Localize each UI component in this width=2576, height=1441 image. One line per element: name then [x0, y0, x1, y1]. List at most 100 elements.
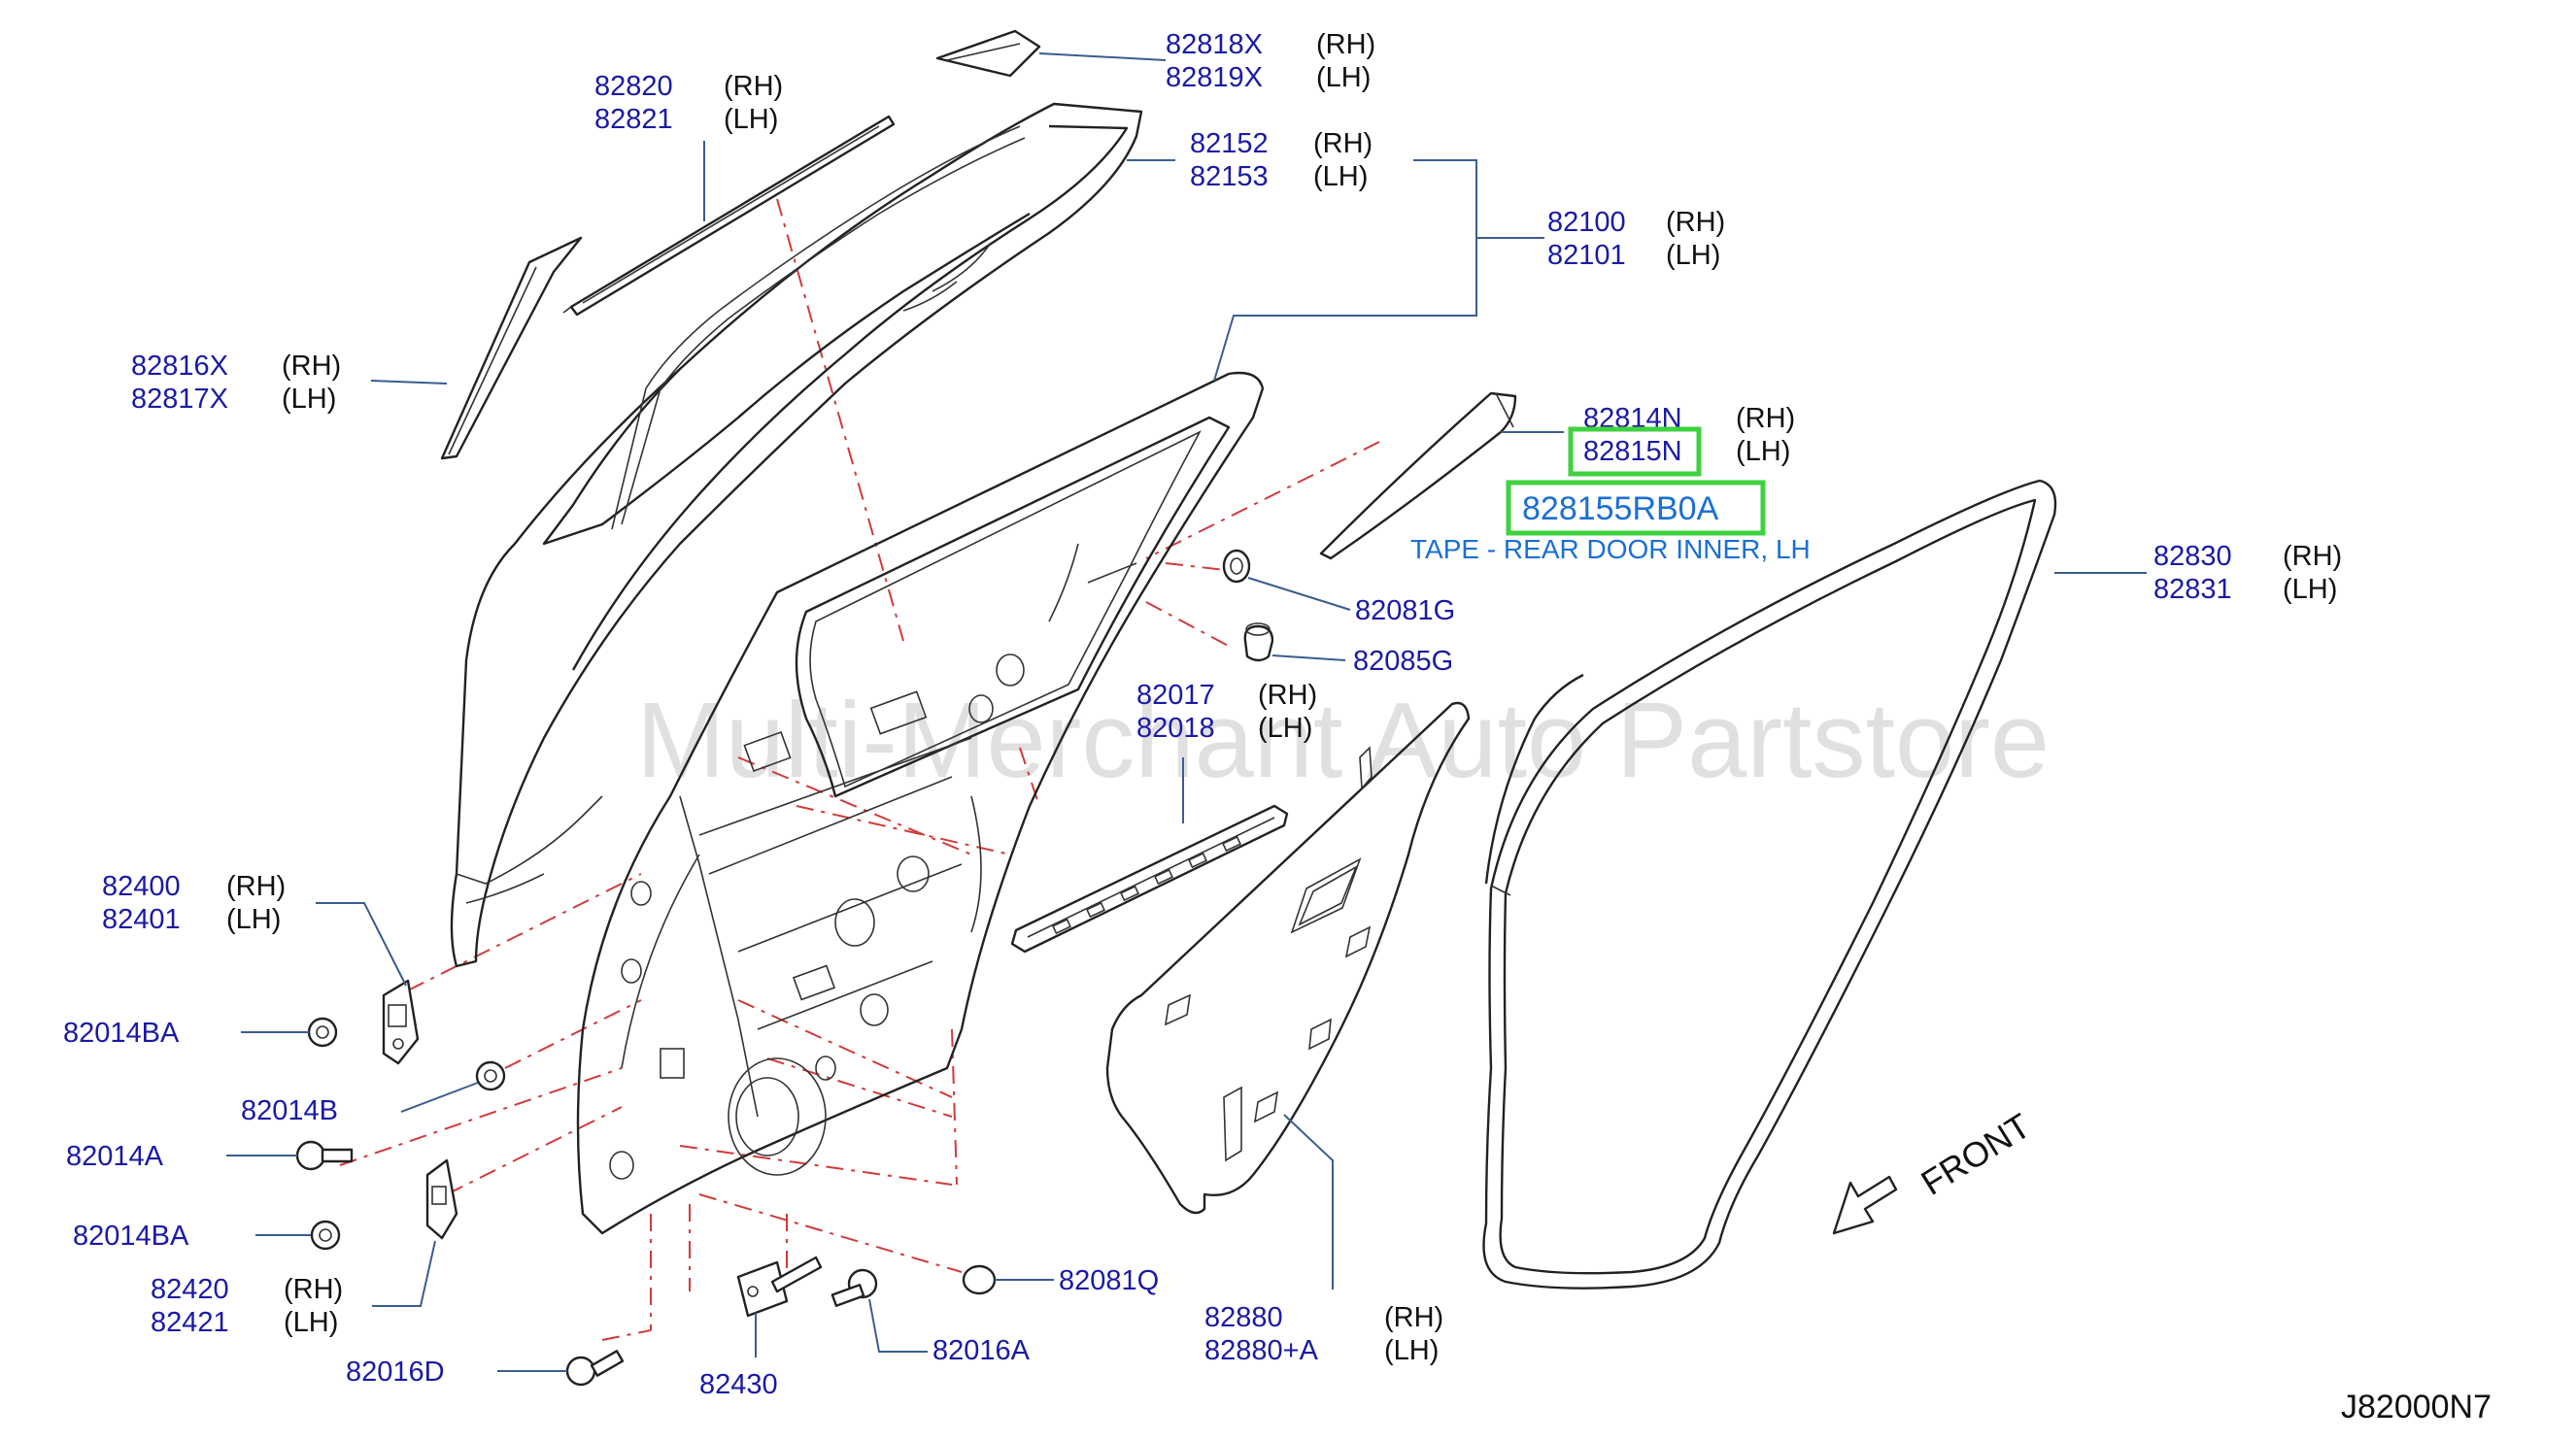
svg-text:(RH): (RH)	[1258, 680, 1317, 711]
svg-text:(RH): (RH)	[1384, 1302, 1443, 1333]
inner-door-frame	[576, 371, 1265, 1235]
svg-text:82101: 82101	[1547, 240, 1626, 271]
callout-82016d: 82016D	[346, 1357, 445, 1388]
svg-text:82819X: 82819X	[1166, 62, 1263, 93]
svg-text:82880+A: 82880+A	[1204, 1335, 1319, 1366]
outer-door-panel	[450, 102, 1143, 968]
highlight-callout: 828155RB0A TAPE - REAR DOOR INNER, LH	[1410, 480, 1811, 564]
diagram-code: J82000N7	[2341, 1389, 2491, 1425]
svg-text:(LH): (LH)	[226, 904, 281, 935]
svg-text:82401: 82401	[102, 904, 181, 935]
callout-82816: 82816X (RH) 82817X (LH)	[131, 351, 341, 415]
nut-82014ba-upper	[307, 1017, 338, 1048]
rear-corner-tape	[1319, 391, 1517, 560]
svg-text:(RH): (RH)	[1736, 403, 1795, 434]
callout-82017: 82017 (RH) 82018 (LH)	[1136, 680, 1317, 744]
front-arrow: FRONT	[1832, 1105, 2037, 1235]
callout-82420: 82420 (RH) 82421 (LH)	[151, 1274, 343, 1338]
svg-text:82818X: 82818X	[1166, 29, 1263, 60]
sash-cover	[440, 236, 583, 460]
upper-hinge	[382, 979, 420, 1065]
door-weatherstrip	[1482, 479, 2057, 1290]
svg-text:82831: 82831	[2153, 574, 2232, 605]
callout-82830: 82830 (RH) 82831 (LH)	[2153, 541, 2342, 605]
svg-text:82153: 82153	[1190, 161, 1269, 192]
window-channel-strip	[562, 115, 896, 317]
svg-text:82081G: 82081G	[1355, 595, 1455, 626]
svg-text:82016D: 82016D	[346, 1357, 445, 1388]
svg-text:82014B: 82014B	[241, 1095, 338, 1126]
bumper	[1243, 622, 1274, 662]
grommet	[1222, 549, 1251, 584]
svg-text:82014BA: 82014BA	[63, 1018, 180, 1049]
svg-text:82420: 82420	[151, 1274, 229, 1305]
svg-text:(LH): (LH)	[1316, 62, 1371, 93]
callout-82152: 82152 (RH) 82153 (LH)	[1190, 128, 1373, 192]
callout-82400: 82400 (RH) 82401 (LH)	[102, 871, 286, 935]
callout-82014b: 82014B	[241, 1095, 338, 1126]
door-check-82430	[736, 1256, 823, 1318]
svg-text:82018: 82018	[1136, 713, 1215, 744]
svg-text:(RH): (RH)	[2283, 541, 2342, 572]
bolt-82016a	[830, 1268, 878, 1307]
svg-text:82014BA: 82014BA	[73, 1221, 189, 1252]
svg-text:(LH): (LH)	[2283, 574, 2337, 605]
svg-text:(RH): (RH)	[1313, 128, 1373, 159]
callout-82814: 82814N (RH) 82815N (LH)	[1568, 403, 1795, 477]
leader-lines	[226, 52, 2147, 1372]
svg-text:82816X: 82816X	[131, 351, 228, 382]
lower-hinge	[425, 1158, 458, 1240]
svg-text:82821: 82821	[594, 104, 673, 135]
callout-82014ba-upper: 82014BA	[63, 1018, 180, 1049]
svg-text:(RH): (RH)	[1666, 207, 1725, 238]
svg-text:(LH): (LH)	[1258, 713, 1312, 744]
svg-text:(RH): (RH)	[226, 871, 286, 902]
nut-82014ba-lower	[310, 1220, 341, 1251]
svg-text:(LH): (LH)	[1313, 161, 1368, 192]
svg-text:82016A: 82016A	[932, 1335, 1031, 1366]
svg-text:(LH): (LH)	[724, 104, 778, 135]
svg-text:(LH): (LH)	[1736, 436, 1790, 467]
svg-text:(LH): (LH)	[284, 1307, 338, 1338]
callout-82014ba-lower: 82014BA	[73, 1221, 189, 1252]
callout-82014a: 82014A	[66, 1141, 164, 1172]
callout-82880: 82880 (RH) 82880+A (LH)	[1204, 1302, 1443, 1366]
belt-weatherstrip	[1010, 804, 1289, 954]
svg-text:82815N: 82815N	[1583, 436, 1682, 467]
bolt-82016d	[565, 1350, 625, 1387]
highlight-box-82815n	[1568, 426, 1702, 477]
svg-text:(RH): (RH)	[282, 351, 341, 382]
callout-82818: 82818X (RH) 82819X (LH)	[1166, 29, 1375, 93]
svg-text:(LH): (LH)	[282, 384, 336, 415]
callout-82100: 82100 (RH) 82101 (LH)	[1547, 207, 1725, 271]
svg-text:82017: 82017	[1136, 680, 1215, 711]
svg-text:82880: 82880	[1204, 1302, 1283, 1333]
svg-text:82430: 82430	[699, 1369, 778, 1400]
bolt-82014a	[295, 1140, 354, 1171]
svg-text:82014A: 82014A	[66, 1141, 164, 1172]
callout-82016a: 82016A	[932, 1335, 1031, 1366]
nut-82014b	[475, 1060, 506, 1091]
callout-82085g: 82085G	[1353, 646, 1453, 677]
svg-text:(RH): (RH)	[284, 1274, 343, 1305]
highlight-description: TAPE - REAR DOOR INNER, LH	[1410, 534, 1811, 564]
svg-text:(RH): (RH)	[724, 71, 783, 102]
highlight-part-number: 828155RB0A	[1522, 490, 1719, 527]
callout-82081q: 82081Q	[1059, 1265, 1159, 1296]
sealing-screen	[1105, 701, 1471, 1215]
svg-text:82081Q: 82081Q	[1059, 1265, 1159, 1296]
callout-82820: 82820 (RH) 82821 (LH)	[594, 71, 783, 135]
svg-text:82400: 82400	[102, 871, 181, 902]
svg-text:82820: 82820	[594, 71, 673, 102]
svg-text:82100: 82100	[1547, 207, 1626, 238]
plug-82081q	[962, 1264, 997, 1295]
svg-text:(LH): (LH)	[1384, 1335, 1439, 1366]
callout-82430: 82430	[699, 1369, 778, 1400]
callout-82081g: 82081G	[1355, 595, 1455, 626]
svg-text:(RH): (RH)	[1316, 29, 1375, 60]
highlight-box-part-number	[1506, 480, 1766, 536]
top-moulding	[935, 29, 1041, 78]
svg-text:82085G: 82085G	[1353, 646, 1453, 677]
svg-text:82152: 82152	[1190, 128, 1269, 159]
